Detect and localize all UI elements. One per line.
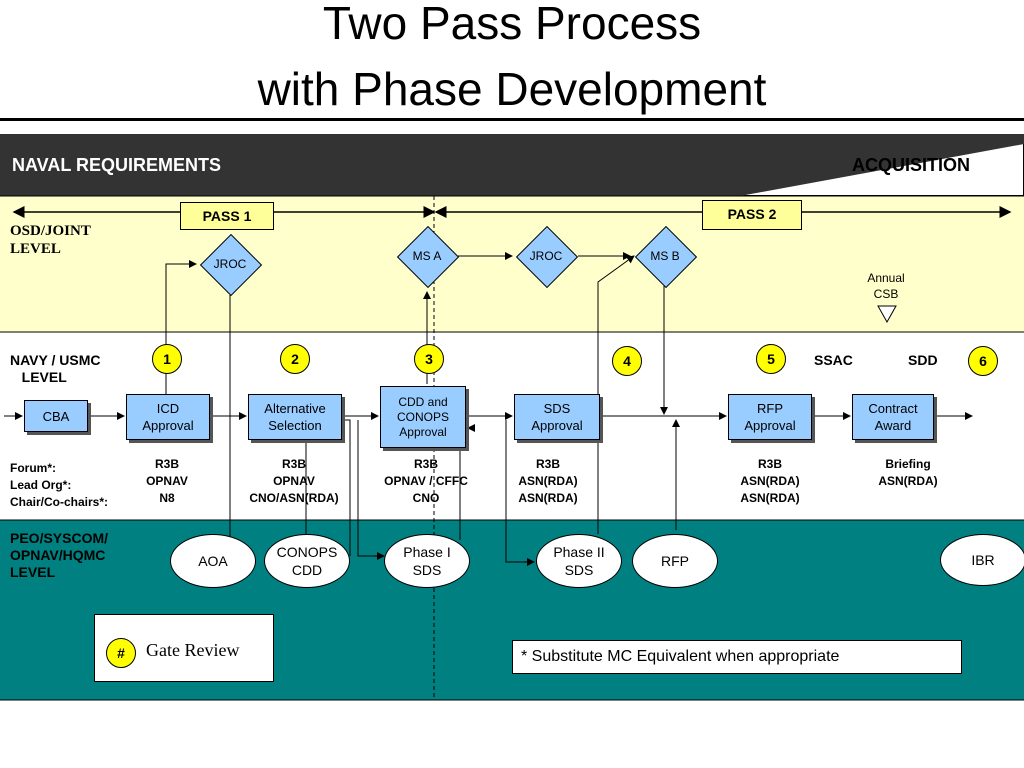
ms-b-label: MS B xyxy=(650,249,680,263)
icd-approval-box: ICD Approval xyxy=(126,394,210,440)
cdd-org: R3B OPNAV / CFFC CNO xyxy=(384,457,468,505)
ms-b-diamond: MS B xyxy=(634,225,698,289)
sdd-label: SDD xyxy=(908,352,938,368)
title-rule xyxy=(0,118,1024,121)
gate-5: 5 xyxy=(756,344,786,374)
sds-approval-box: SDS Approval xyxy=(514,394,600,440)
gate-1: 1 xyxy=(152,344,182,374)
pass-1-box: PASS 1 xyxy=(180,202,274,230)
rfp-oval: RFP xyxy=(632,534,718,588)
sds-org: R3B ASN(RDA) ASN(RDA) xyxy=(518,457,578,505)
jroc-2-label: JROC xyxy=(529,249,563,263)
conops-cdd-oval: CONOPS CDD xyxy=(264,534,350,588)
acquisition-label: ACQUISITION xyxy=(852,155,971,175)
alternative-selection-box: Alternative Selection xyxy=(248,394,342,440)
rfp-approval-box: RFP Approval xyxy=(728,394,812,440)
gate-review-symbol: # xyxy=(106,638,136,668)
ssac-label: SSAC xyxy=(814,352,853,368)
gate-2: 2 xyxy=(280,344,310,374)
icd-org: R3B OPNAV N8 xyxy=(146,457,188,505)
gate-4: 4 xyxy=(612,346,642,376)
footnote: * Substitute MC Equivalent when appropri… xyxy=(512,640,962,674)
cba-box: CBA xyxy=(24,400,88,432)
forum-lead-chair-legend: Forum*: Lead Org*: Chair/Co-chairs*: xyxy=(10,461,109,509)
phase-1-sds-oval: Phase I SDS xyxy=(384,534,470,588)
jroc-diamond-2: JROC xyxy=(515,225,579,289)
annual-csb-triangle xyxy=(877,305,897,324)
contract-org: Briefing ASN(RDA) xyxy=(878,457,938,488)
jroc-diamond-1: JROC xyxy=(199,233,263,297)
annual-csb-label: Annual CSB xyxy=(867,271,905,301)
gate-review-label: Gate Review xyxy=(146,640,240,660)
header-banner xyxy=(0,134,1024,197)
jroc-1-label: JROC xyxy=(213,257,247,271)
peo-syscom-level-label: PEO/SYSCOM/ OPNAV/HQMC LEVEL xyxy=(10,530,109,580)
naval-requirements-label: NAVAL REQUIREMENTS xyxy=(12,155,222,175)
ibr-oval: IBR xyxy=(940,534,1024,586)
phase-2-sds-oval: Phase II SDS xyxy=(536,534,622,588)
osd-joint-level-label: OSD/JOINT LEVEL xyxy=(10,223,91,257)
title-line-2: with Phase Development xyxy=(257,63,767,115)
gate-3: 3 xyxy=(414,344,444,374)
alt-org: R3B OPNAV CNO/ASN(RDA) xyxy=(249,457,339,505)
gate-6: 6 xyxy=(968,346,998,376)
ms-a-diamond: MS A xyxy=(396,225,460,289)
ms-a-label: MS A xyxy=(412,249,442,263)
osd-joint-band xyxy=(0,196,1024,332)
cdd-conops-approval-box: CDD and CONOPS Approval xyxy=(380,386,466,448)
navy-usmc-level-label: NAVY / USMC LEVEL xyxy=(10,352,101,385)
title-line-1: Two Pass Process xyxy=(322,0,702,49)
pass-2-box: PASS 2 xyxy=(702,200,802,230)
aoa-oval: AOA xyxy=(170,534,256,588)
gate-review-legend xyxy=(94,614,274,682)
rfp-org: R3B ASN(RDA) ASN(RDA) xyxy=(740,457,800,505)
contract-award-box: Contract Award xyxy=(852,394,934,440)
